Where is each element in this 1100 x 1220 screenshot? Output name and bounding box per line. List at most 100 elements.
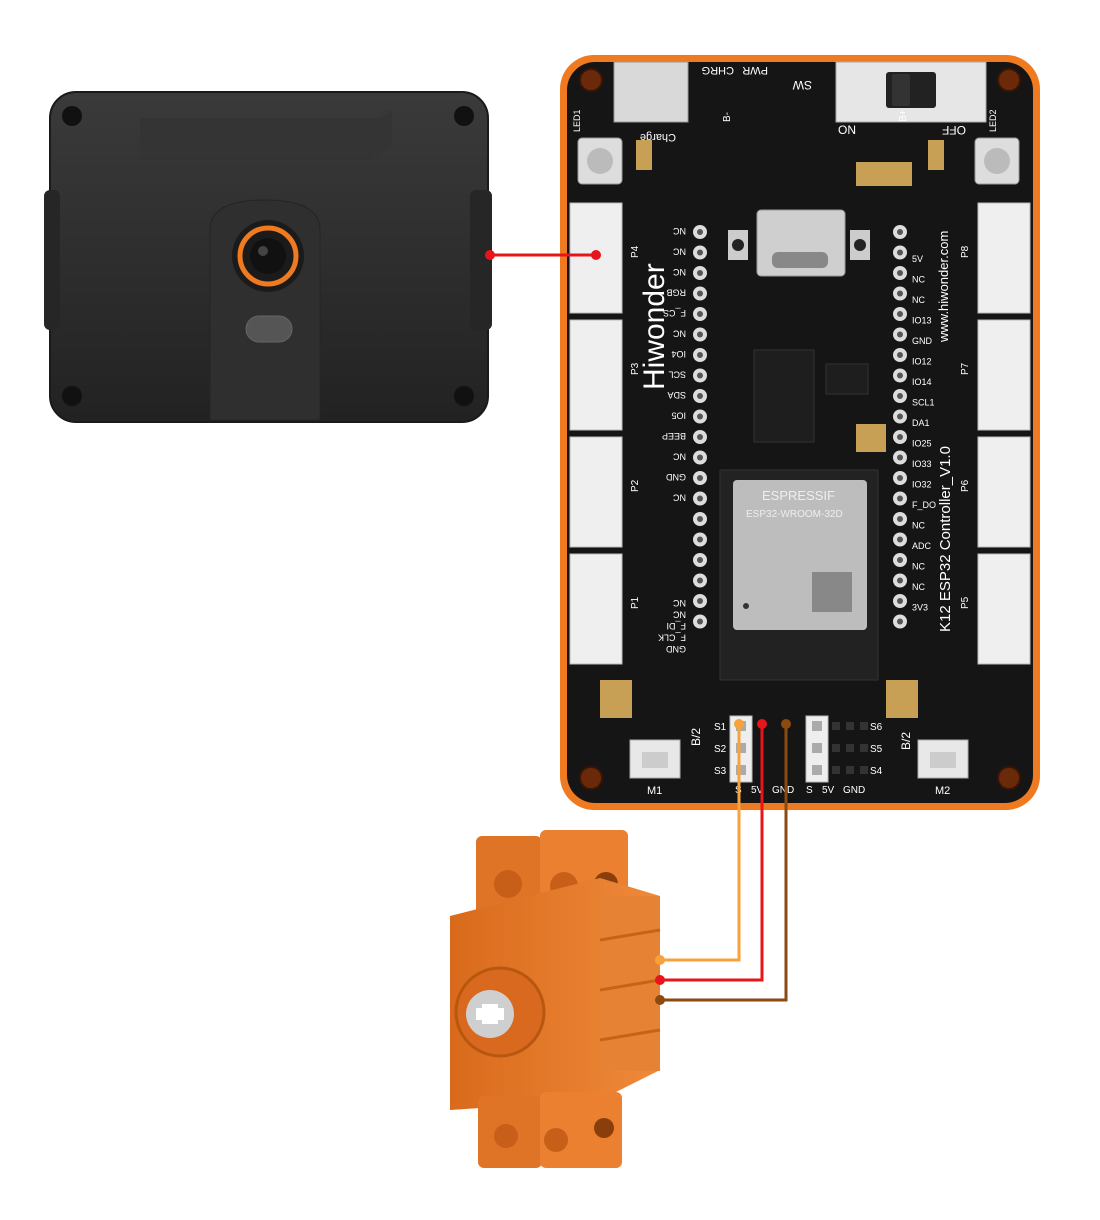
left-pin-label-2: NC	[673, 267, 686, 277]
pin-hole	[897, 393, 903, 399]
port-connector-right	[977, 319, 1031, 431]
pin-hole	[697, 475, 703, 481]
pin-hole	[697, 413, 703, 420]
pin-hole	[897, 249, 903, 256]
pin-hole	[697, 536, 703, 543]
wires	[485, 250, 791, 1005]
servo-header-pin-empty	[832, 744, 840, 752]
left-pin-label-7: SCL	[668, 370, 686, 380]
servo-header-pin-empty	[846, 766, 854, 774]
pin-hole	[897, 229, 903, 235]
pin-hole	[897, 516, 903, 522]
pin-hole	[897, 577, 903, 584]
bottom-right-label-1: 5V	[822, 785, 835, 796]
camera-module	[44, 91, 492, 423]
left-pin-label-bottom-1: NC	[673, 610, 686, 620]
port-connector-left	[569, 319, 623, 431]
camera-wire-end-board	[591, 250, 601, 260]
bottom-right-label-2: GND	[843, 785, 865, 796]
pin-hole	[697, 270, 703, 276]
right-pin-label-6: IO14	[912, 377, 932, 387]
pin-hole	[697, 516, 703, 522]
servo-header-pin	[736, 765, 746, 775]
led2-label: LED2	[988, 109, 998, 132]
left-pin-label-8: SDA	[667, 390, 686, 400]
pin-hole	[897, 536, 903, 543]
bottom-left-label-1: 5V	[751, 785, 764, 796]
pin-hole	[897, 311, 903, 317]
pin-hole	[697, 454, 703, 461]
left-pin-label-5: NC	[673, 329, 686, 339]
servo-header-pin-empty	[846, 722, 854, 730]
servo-wire-gnd-end-servo	[655, 995, 665, 1005]
port-label-right-3: P5	[960, 596, 971, 609]
on-label: ON	[838, 123, 856, 137]
servo-header-pin-empty	[832, 766, 840, 774]
servo-wire-5v-end-board	[757, 719, 767, 729]
servo-label-left-2: S3	[714, 766, 727, 777]
pin-hole	[897, 475, 903, 481]
pwr-label: PWR	[742, 64, 768, 76]
port-label-left-2: P2	[630, 479, 641, 492]
pin-hole	[897, 413, 903, 420]
right-pin-label-12: F_DO	[912, 500, 936, 510]
controller-board: Hiwonder K12 ESP32 Controller_V1.0 www.h…	[560, 55, 1040, 810]
pin-hole	[897, 618, 903, 625]
camera-lens-icon	[232, 220, 304, 292]
servo-wire-gnd	[660, 724, 788, 1002]
port-connector-right	[977, 202, 1031, 314]
right-pin-label-1: NC	[912, 275, 925, 285]
right-pin-label-4: GND	[912, 336, 933, 346]
motor-label-m1: M1	[647, 785, 662, 797]
b2-right-label: B/2	[899, 732, 913, 750]
port-connector-left	[569, 436, 623, 548]
right-pin-label-14: ADC	[912, 541, 932, 551]
servo-wire-5v	[660, 724, 764, 982]
right-pin-label-8: DA1	[912, 418, 930, 428]
left-pin-label-bottom-0: NC	[673, 598, 686, 608]
servo-header-pin	[736, 743, 746, 753]
left-pin-label-3: RGB	[666, 288, 686, 298]
right-pin-label-9: IO25	[912, 439, 932, 449]
off-label: OFF	[942, 123, 966, 137]
port-label-right-1: P7	[960, 362, 971, 375]
servo-wire-5v-end-servo	[655, 975, 665, 985]
port-connector-right	[977, 553, 1031, 665]
servo-header-pin-empty	[860, 766, 868, 774]
port-connector-left	[569, 553, 623, 665]
right-pin-label-16: NC	[912, 582, 925, 592]
pin-hole	[897, 557, 903, 563]
right-pin-label-11: IO32	[912, 480, 932, 490]
left-pin-label-9: IO5	[671, 411, 686, 421]
pin-hole	[897, 331, 903, 338]
b-minus-label: B-	[722, 112, 733, 122]
led1-label: LED1	[572, 109, 582, 132]
module-name: ESP32-WROOM-32D	[746, 509, 843, 520]
servo-label-right-2: S4	[870, 766, 883, 777]
pin-hole	[697, 598, 703, 604]
left-pin-label-13: NC	[673, 493, 686, 503]
charge-label: Charge	[640, 131, 676, 143]
left-pin-label-1: NC	[673, 247, 686, 257]
pin-hole	[897, 454, 903, 461]
camera-wire-end-camera	[485, 250, 495, 260]
pin-hole	[897, 352, 903, 358]
pin-hole	[897, 598, 903, 604]
servo-wire-signal	[660, 724, 741, 962]
pin-hole	[897, 270, 903, 276]
pin-hole	[697, 249, 703, 256]
left-pin-label-bottom-2: F_DI	[666, 621, 686, 631]
pin-hole	[697, 372, 703, 379]
pin-hole	[897, 290, 903, 297]
pin-hole	[697, 434, 703, 440]
right-pin-label-17: 3V3	[912, 603, 928, 613]
pin-hole	[697, 618, 703, 625]
servo-header-pin-empty	[860, 744, 868, 752]
pin-hole	[697, 557, 703, 563]
servo-wire-gnd-end-board	[781, 719, 791, 729]
left-pin-label-0: NC	[673, 226, 686, 236]
pin-hole	[697, 577, 703, 584]
chrg-label: CHRG	[702, 64, 734, 76]
left-pin-label-10: BEEP	[662, 431, 686, 441]
